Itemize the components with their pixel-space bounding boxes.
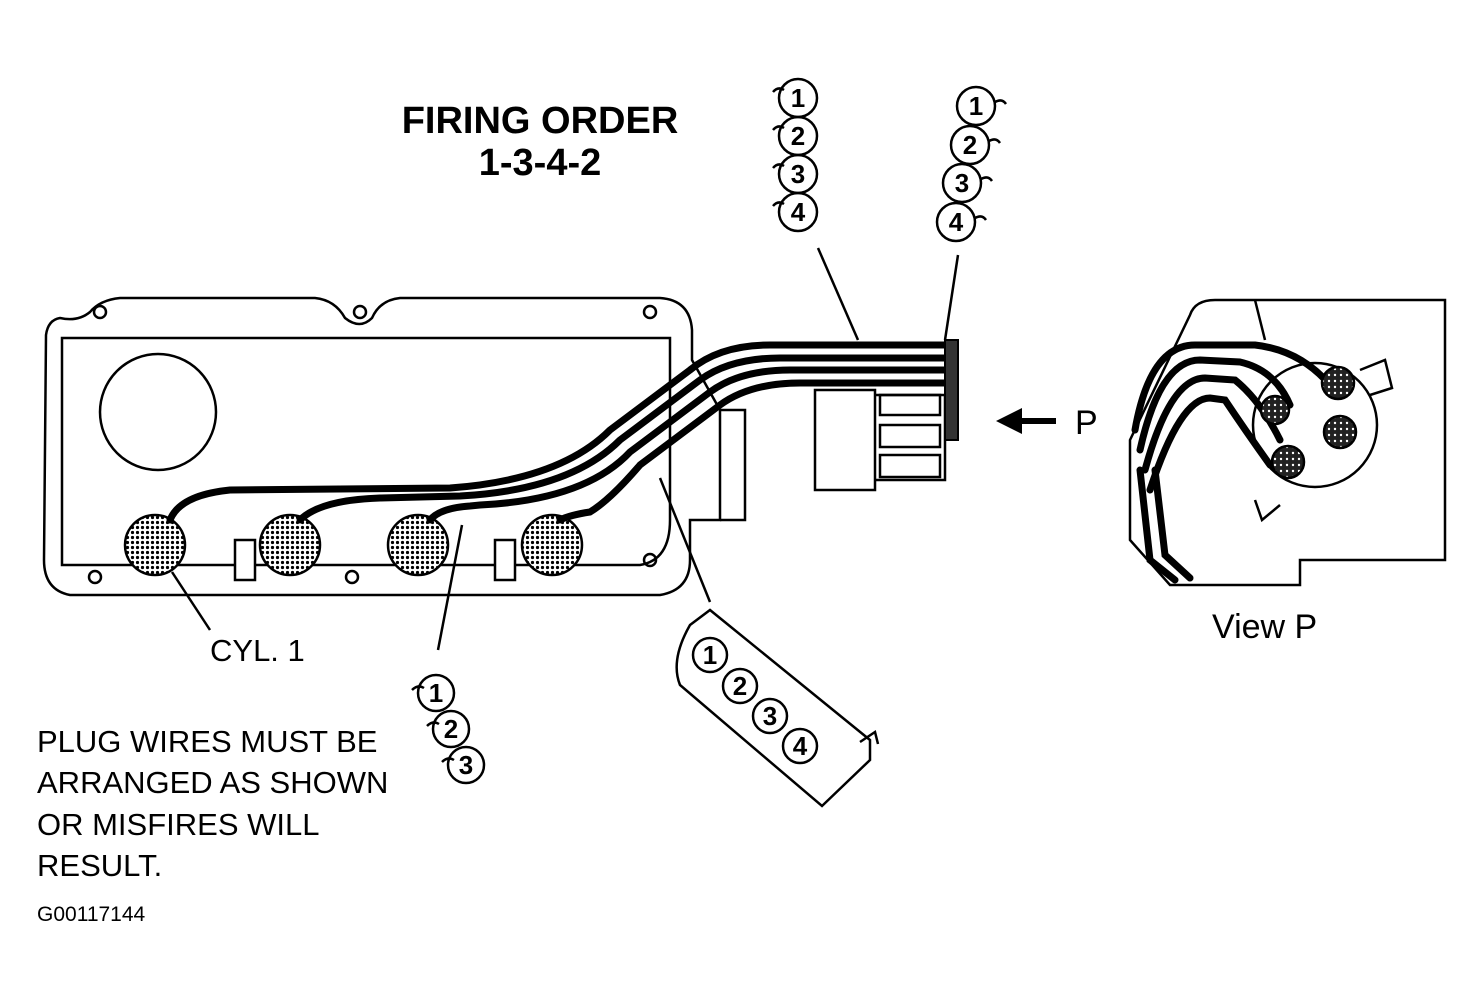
clip-a-label-1: 1 xyxy=(791,83,805,113)
leader-clip-d xyxy=(658,477,712,603)
wire-clip-c xyxy=(411,673,486,785)
clip-d-slot-3 xyxy=(751,697,789,735)
plug-wire-harness xyxy=(166,341,954,524)
clip-b-label-3: 3 xyxy=(955,168,969,198)
distributor-housing xyxy=(720,388,947,522)
plug-boot-cyl-3 xyxy=(386,513,450,577)
clip-d-slot-2 xyxy=(721,667,759,705)
plug-boot-cyl-1 xyxy=(123,513,187,577)
view-p-boots xyxy=(1259,365,1358,480)
view-p-detail xyxy=(1128,298,1447,587)
wire-clip-a xyxy=(772,77,819,233)
clip-c-slot-3 xyxy=(446,745,486,785)
clip-b-slot-3 xyxy=(941,162,983,204)
leader-clip-a xyxy=(816,247,860,341)
diagram-title-line-1: FIRING ORDER xyxy=(402,100,679,142)
clip-d-label-4: 4 xyxy=(793,731,808,761)
clip-a-slot-4 xyxy=(777,191,819,233)
clip-b-label-1: 1 xyxy=(969,91,983,121)
note-line-3: OR MISFIRES WILL xyxy=(37,807,319,842)
clip-c-label-1: 1 xyxy=(429,678,443,708)
cyl-1-label: CYL. 1 xyxy=(210,633,305,668)
note-line-1: PLUG WIRES MUST BE xyxy=(37,724,378,759)
clip-d-label-2: 2 xyxy=(733,671,747,701)
leader-cyl-1 xyxy=(170,571,212,631)
diagram-title-line-2: 1-3-4-2 xyxy=(479,142,602,184)
clip-b-slot-4 xyxy=(935,201,977,243)
wire-clip-b xyxy=(935,85,1008,243)
leader-clip-c xyxy=(436,524,464,651)
note-line-2: ARRANGED AS SHOWN xyxy=(37,765,388,800)
clip-d-label-3: 3 xyxy=(763,701,777,731)
clip-b-slot-2 xyxy=(949,124,991,166)
clip-a-label-2: 2 xyxy=(791,121,805,151)
clip-d-slot-1 xyxy=(691,636,729,674)
distributor-cap xyxy=(1251,361,1379,489)
plug-boot-cyl-2 xyxy=(258,513,322,577)
clip-b-label-2: 2 xyxy=(963,130,977,160)
view-p-arrow xyxy=(996,408,1056,434)
clip-d-slot-4 xyxy=(781,727,819,765)
clip-d-label-1: 1 xyxy=(703,640,717,670)
note-line-4: RESULT. xyxy=(37,848,162,883)
clip-c-slot-2 xyxy=(431,709,471,749)
leader-clip-b xyxy=(943,254,960,341)
view-p-marker-label: P xyxy=(1075,404,1098,442)
clip-c-slot-1 xyxy=(416,673,456,713)
figure-code: G00117144 xyxy=(37,903,146,926)
view-p-caption: View P xyxy=(1212,608,1317,646)
clip-b-slot-1 xyxy=(955,85,997,127)
clip-a-label-4: 4 xyxy=(791,197,806,227)
clip-c-label-3: 3 xyxy=(459,750,473,780)
leader-lines xyxy=(170,247,960,651)
clip-b-label-4: 4 xyxy=(949,207,964,237)
wire-clip-d xyxy=(675,608,880,808)
clip-c-label-2: 2 xyxy=(444,714,458,744)
valve-cover xyxy=(42,296,722,597)
clip-a-label-3: 3 xyxy=(791,159,805,189)
harness-end xyxy=(944,339,959,441)
spark-plug-boots xyxy=(123,513,584,582)
plug-boot-cyl-4 xyxy=(520,513,584,577)
